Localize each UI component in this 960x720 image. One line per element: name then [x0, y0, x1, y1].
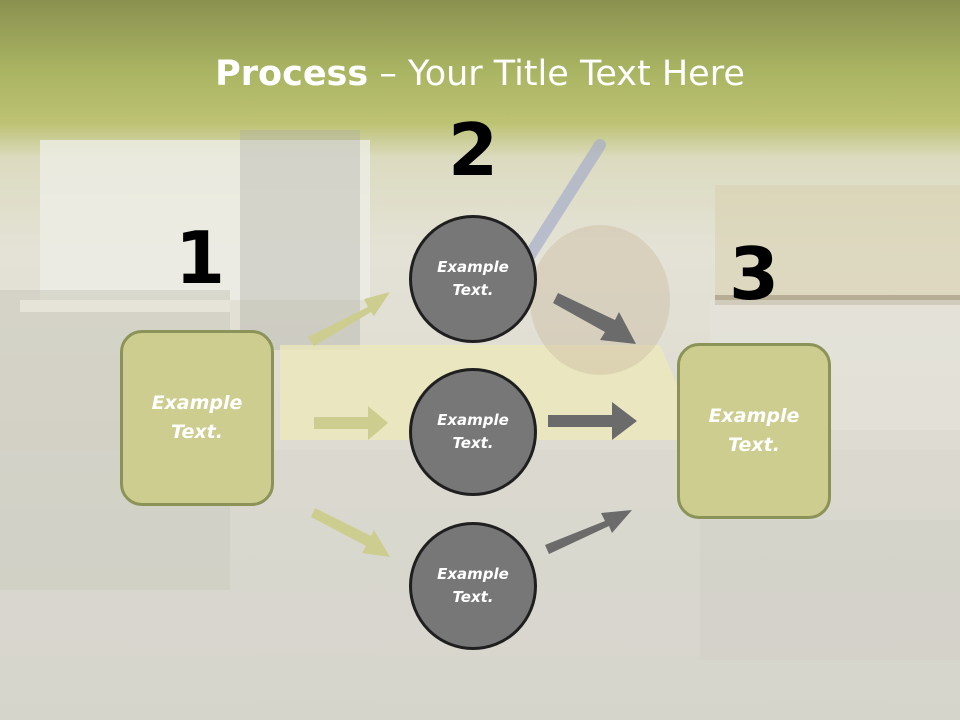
title-rest: – Your Title Text Here	[368, 54, 745, 94]
book-top	[715, 185, 960, 305]
title-strong: Process	[215, 54, 369, 94]
process-circle-top: Example Text.	[409, 215, 537, 343]
arrow-left-up	[308, 292, 390, 346]
arrow-left-mid	[314, 406, 388, 440]
process-circle-bottom-text: Example Text.	[437, 565, 509, 606]
step-number-3: 3	[728, 232, 780, 316]
process-box-left: Example Text.	[120, 330, 274, 506]
process-circle-middle: Example Text.	[409, 368, 537, 496]
process-circle-bottom: Example Text.	[409, 522, 537, 650]
arrow-right-up	[545, 510, 632, 554]
arrow-right-mid	[548, 402, 637, 440]
arrow-left-down	[311, 508, 390, 557]
book-bottom	[700, 520, 960, 660]
step-number-2: 2	[447, 108, 499, 192]
process-box-left-text: Example Text.	[151, 392, 243, 443]
step-number-1: 1	[174, 216, 226, 300]
slide-title: Process – Your Title Text Here	[0, 52, 960, 96]
pen-shape	[524, 139, 606, 261]
arrow-right-down	[553, 293, 636, 344]
tie-shape	[240, 130, 360, 350]
paper-stack-top	[20, 300, 230, 312]
process-circle-middle-text: Example Text.	[437, 411, 509, 452]
process-box-right-text: Example Text.	[708, 405, 800, 456]
shirt-shape	[40, 140, 370, 300]
hand-shape	[530, 225, 670, 375]
process-circle-top-text: Example Text.	[437, 258, 509, 299]
process-box-right: Example Text.	[677, 343, 831, 519]
